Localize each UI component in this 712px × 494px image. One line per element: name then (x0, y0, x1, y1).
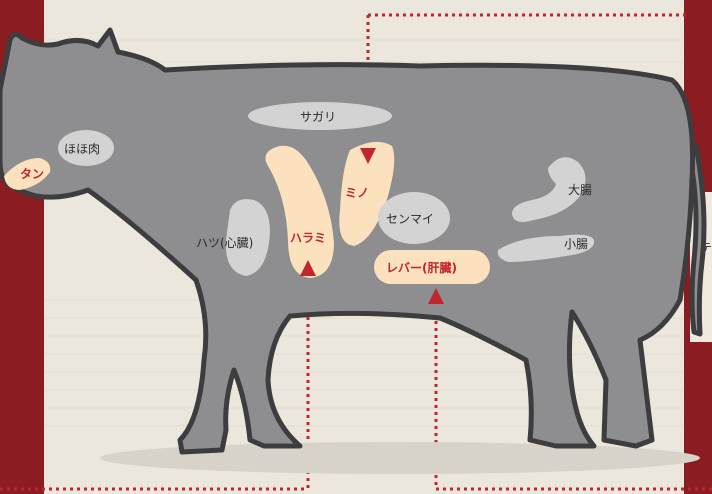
liver-region: レバー(肝臓) (374, 250, 490, 284)
label-large-intestine: 大腸 (568, 183, 592, 197)
label-cheek: ほほ肉 (64, 142, 100, 156)
label-liver: レバー(肝臓) (386, 260, 457, 275)
skirt-top-region: サガリ (248, 102, 392, 130)
label-skirt-top: サガリ (300, 110, 336, 124)
label-omasum: センマイ (386, 212, 434, 226)
omasum-region: センマイ (378, 192, 450, 244)
cheek-region: ほほ肉 (58, 130, 114, 166)
label-small-intestine: 小腸 (564, 237, 588, 251)
label-rumen: ミノ (345, 186, 369, 200)
label-heart: ハツ(心臓) (196, 236, 253, 250)
label-tongue: タン (20, 167, 44, 181)
label-skirt: ハラミ (290, 231, 326, 245)
